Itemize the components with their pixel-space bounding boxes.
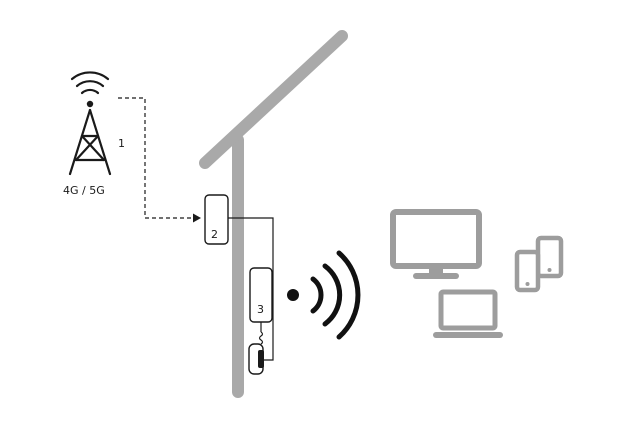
access-point-device xyxy=(249,267,273,323)
pole xyxy=(199,30,348,398)
desktop-monitor-icon xyxy=(390,209,482,279)
access-point-number-label: 3 xyxy=(257,303,264,316)
laptop-icon xyxy=(433,289,503,338)
antenna-connector xyxy=(258,350,264,368)
router-number-label: 2 xyxy=(211,228,218,241)
cellular-link-dashed xyxy=(118,97,193,219)
link-arrowhead xyxy=(193,213,201,223)
smartphones-icon xyxy=(514,235,564,293)
cable xyxy=(228,217,274,361)
network-type-label: 4G / 5G xyxy=(63,184,105,197)
router-device xyxy=(204,194,229,245)
wifi-signal-icon xyxy=(287,250,361,340)
cell-tower-icon xyxy=(68,71,112,176)
tower-number-label: 1 xyxy=(118,137,125,150)
